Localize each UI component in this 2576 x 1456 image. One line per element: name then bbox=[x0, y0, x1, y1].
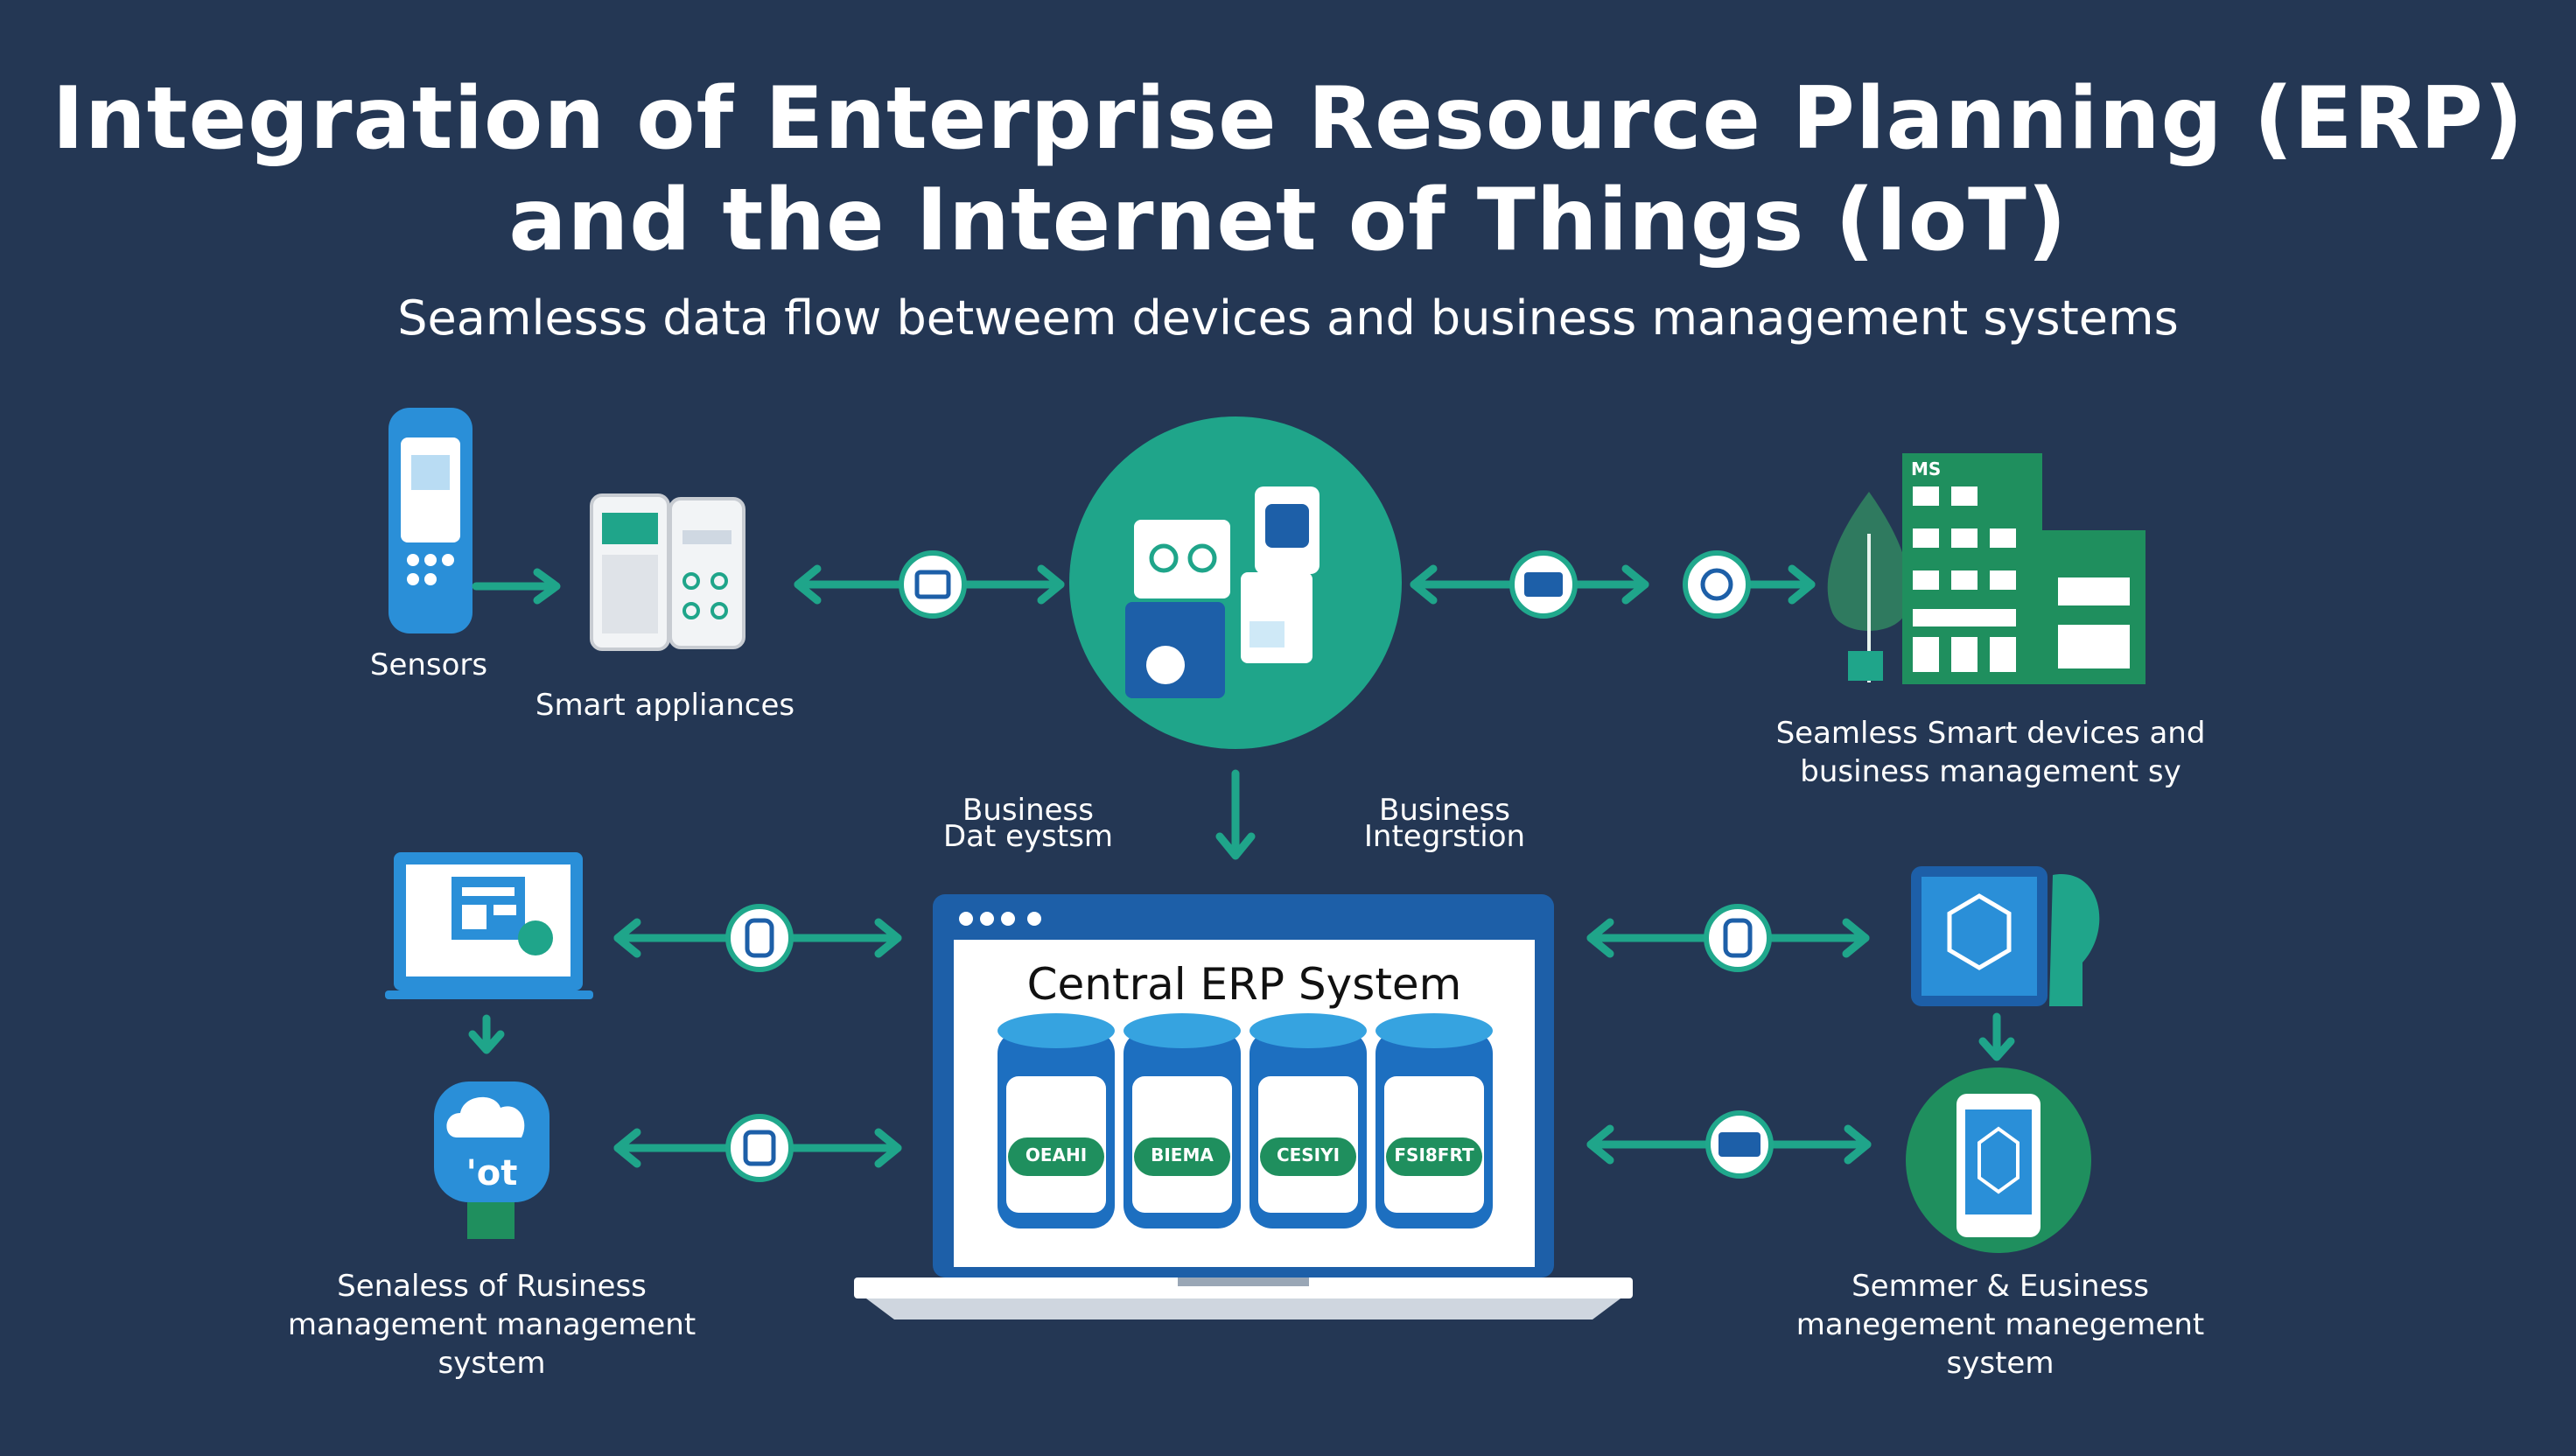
arrow-hub-to-erp bbox=[1215, 769, 1256, 860]
arrow-hub-to-right bbox=[1410, 550, 1649, 619]
arrow-erp-to-phone bbox=[1586, 1110, 1872, 1179]
page-subtitle: Seamlesss data flow betweem devices and … bbox=[397, 290, 2179, 346]
label-business-data-line-1: Business bbox=[962, 793, 1094, 828]
central-erp-title: Central ERP System bbox=[1026, 959, 1462, 1010]
right-tablet-icon bbox=[1911, 866, 2100, 1006]
smart-appliances-icon bbox=[590, 494, 746, 651]
label-right-system-line-1: Semmer & Eusiness bbox=[1852, 1269, 2149, 1304]
arrow-appliances-to-hub bbox=[794, 550, 1065, 619]
iot-cloud-icon bbox=[434, 1082, 550, 1239]
iot-badge-label: 'ot bbox=[466, 1153, 518, 1194]
arrow-erp-to-tablet bbox=[1586, 904, 1870, 972]
arrow-laptop-to-erp bbox=[613, 904, 902, 972]
label-business-integration-line-2: Integrstion bbox=[1363, 819, 1526, 854]
arrow-laptop-to-iot bbox=[468, 1014, 505, 1054]
label-smart-devices-line-1: Seamless Smart devices and bbox=[1775, 716, 2206, 751]
arrow-tablet-to-phone bbox=[1978, 1012, 2015, 1061]
database-cylinders bbox=[998, 1013, 1493, 1228]
db-label: FSI8FRT bbox=[1394, 1144, 1474, 1166]
db-label: CESIYI bbox=[1276, 1144, 1340, 1166]
database-icon bbox=[1250, 1013, 1367, 1228]
label-left-system-line-2: management management bbox=[287, 1307, 696, 1342]
label-left-system-line-1: Senaless of Rusiness bbox=[337, 1269, 647, 1304]
business-building-icon bbox=[1827, 453, 2146, 684]
building-sign: MS bbox=[1911, 458, 1942, 480]
right-phone-icon bbox=[1906, 1068, 2091, 1253]
central-erp-laptop bbox=[854, 894, 1633, 1320]
arrow-to-building bbox=[1683, 550, 1816, 619]
page-title-line-1: Integration of Enterprise Resource Plann… bbox=[52, 69, 2524, 169]
label-sensors: Sensors bbox=[369, 648, 488, 682]
page-title-line-2: and the Internet of Things (IoT) bbox=[508, 171, 2068, 270]
database-icon bbox=[1376, 1013, 1493, 1228]
iot-hub-circle bbox=[1069, 416, 1402, 749]
label-right-system-line-2: manegement manegement bbox=[1796, 1307, 2205, 1342]
database-icon bbox=[1124, 1013, 1241, 1228]
left-laptop-icon bbox=[385, 852, 593, 999]
database-icon bbox=[998, 1013, 1115, 1228]
label-business-integration-line-1: Business bbox=[1379, 793, 1510, 828]
arrow-iot-to-erp bbox=[613, 1114, 902, 1182]
label-left-system-line-3: system bbox=[438, 1346, 546, 1381]
db-label: BIEMA bbox=[1151, 1144, 1214, 1166]
arrow-sensors-to-appliances bbox=[472, 568, 561, 605]
db-label: OEAHI bbox=[1025, 1144, 1088, 1166]
label-smart-devices-line-2: business management sy bbox=[1800, 754, 2181, 789]
label-business-data-line-2: Dat eystsm bbox=[942, 819, 1114, 854]
sensor-device-icon bbox=[388, 408, 472, 634]
label-right-system-line-3: system bbox=[1946, 1346, 2054, 1381]
label-smart-appliances: Smart appliances bbox=[535, 688, 795, 723]
